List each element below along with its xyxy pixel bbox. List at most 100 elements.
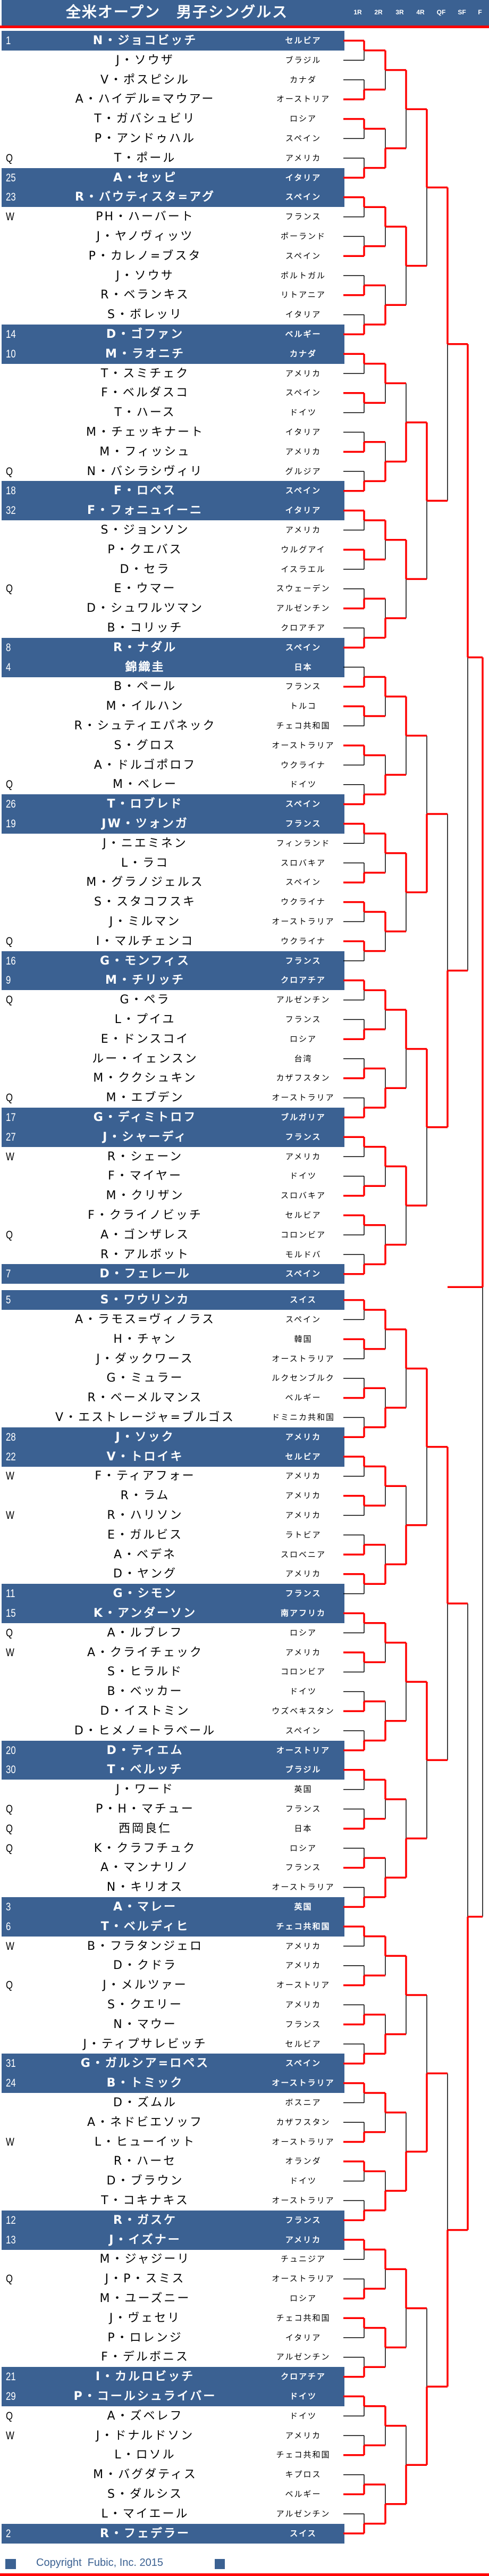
player-country: フランス: [285, 1589, 322, 1599]
player-name: L・ヒューイット: [94, 2135, 196, 2149]
player-name: S・ジョンソン: [100, 523, 190, 537]
seed-mark: W: [6, 1150, 14, 1163]
seed-mark: Q: [6, 1803, 13, 1815]
draw-row: ルー・イェンスン台湾: [2, 1049, 344, 1069]
seed-mark: Q: [6, 1626, 13, 1639]
player-country: オーストリア: [276, 94, 331, 104]
seed-mark: 2: [6, 2527, 11, 2540]
player-country: アメリカ: [285, 1569, 322, 1579]
round-label-qf: QF: [436, 9, 446, 16]
player-name: G・ミュラー: [106, 1372, 184, 1385]
player-country: ウルグアイ: [281, 544, 326, 554]
player-name: S・クエリー: [107, 1998, 183, 2012]
player-name: B・コリッチ: [107, 621, 183, 635]
player-country: スペイン: [285, 388, 321, 398]
player-name: N・バシラシヴィリ: [87, 464, 204, 478]
player-country: 韓国: [294, 1334, 313, 1344]
player-country: ウクライナ: [281, 897, 326, 907]
draw-row: S・ジョンソンアメリカ: [2, 520, 344, 540]
player-name: B・フラタンジェロ: [87, 1939, 204, 1953]
player-country: スペイン: [285, 251, 321, 261]
draw-row: R・ベーメルマンスベルギー: [2, 1388, 344, 1408]
footer-divider: [0, 2573, 489, 2576]
player-country: カナダ: [289, 348, 317, 359]
player-country: イタリア: [285, 2332, 322, 2342]
player-country: ウクライナ: [281, 936, 326, 946]
seed-mark: W: [6, 2429, 14, 2442]
player-country: 南アフリカ: [280, 1608, 326, 1618]
player-name: F・デルボニス: [101, 2350, 189, 2364]
player-country: アメリカ: [285, 2234, 322, 2245]
player-country: スウェーデン: [276, 584, 331, 594]
seed-mark: Q: [6, 465, 13, 478]
player-name: J・ソウサ: [116, 269, 174, 282]
player-country: アメリカ: [285, 1647, 322, 1657]
player-name: J・イズナー: [109, 2233, 181, 2247]
seed-mark: 28: [6, 1431, 16, 1443]
player-country: ルクセンブルク: [272, 1373, 335, 1383]
player-country: オーストラリア: [272, 1353, 335, 1364]
draw-row: N・マウーフランス: [2, 2015, 344, 2034]
draw-row: D・イストミンウズベキスタン: [2, 1701, 344, 1721]
player-name: T・ベルッチ: [107, 1763, 183, 1777]
seed-mark: Q: [6, 1092, 13, 1104]
player-country: ラトビア: [285, 1530, 322, 1540]
player-name: S・ダルシス: [107, 2488, 183, 2501]
player-country: クロアチア: [281, 2372, 326, 2382]
player-name: T・ベルディヒ: [100, 1919, 190, 1933]
player-country: ブルガリア: [281, 1112, 326, 1122]
draw-row: D・シュワルツマンアルゼンチン: [2, 599, 344, 618]
player-country: スペイン: [285, 1315, 321, 1324]
player-country: カザフスタン: [276, 1073, 331, 1083]
player-country: スペイン: [285, 2058, 321, 2068]
player-country: スイス: [290, 1295, 317, 1305]
player-name: S・グロス: [114, 738, 176, 752]
player-name: B・トミック: [106, 2076, 184, 2090]
player-name: D・イストミン: [100, 1705, 190, 1718]
player-country: オーストラリア: [272, 917, 335, 926]
player-country: グルジア: [285, 466, 322, 476]
player-name: M・ベレー: [113, 778, 178, 792]
player-name: M・エブデン: [106, 1091, 184, 1105]
draw-row: S・クエリーアメリカ: [2, 1995, 344, 2015]
player-name: J・ソック: [115, 1430, 175, 1444]
player-name: A・マンナリノ: [100, 1861, 190, 1875]
player-country: アメリカ: [285, 446, 322, 456]
player-name: J・ドナルドソン: [96, 2429, 195, 2442]
draw-row: J・ティプサレビッチセルビア: [2, 2034, 344, 2054]
player-name: A・ルブレフ: [107, 1626, 183, 1640]
seed-mark: 3: [6, 1901, 11, 1913]
seed-mark: W: [6, 1509, 14, 1522]
player-name: J・ソウザ: [116, 53, 174, 67]
round-label-1r: 1R: [353, 9, 362, 16]
seed-mark: Q: [6, 2409, 13, 2422]
draw-row: J・ソウザブラジル: [2, 51, 344, 70]
player-country: ベルギー: [285, 1393, 322, 1403]
round-label-final: F: [478, 9, 482, 16]
draw-row: P・クエバスウルグアイ: [2, 540, 344, 560]
player-name: G・ディミトロフ: [93, 1111, 197, 1124]
draw-row: V・エストレージャ=ブルゴスドミニカ共和国: [2, 1408, 344, 1427]
player-country: セルビア: [285, 2039, 322, 2049]
player-country: オーストラリア: [272, 2274, 335, 2284]
draw-row: M・チェッキナートイタリア: [2, 422, 344, 442]
seed-mark: 23: [6, 191, 16, 204]
player-name: R・ハリソン: [107, 1509, 183, 1522]
player-country: アメリカ: [285, 153, 322, 163]
player-country: ポルトガル: [280, 270, 326, 280]
player-country: スペイン: [285, 486, 321, 496]
